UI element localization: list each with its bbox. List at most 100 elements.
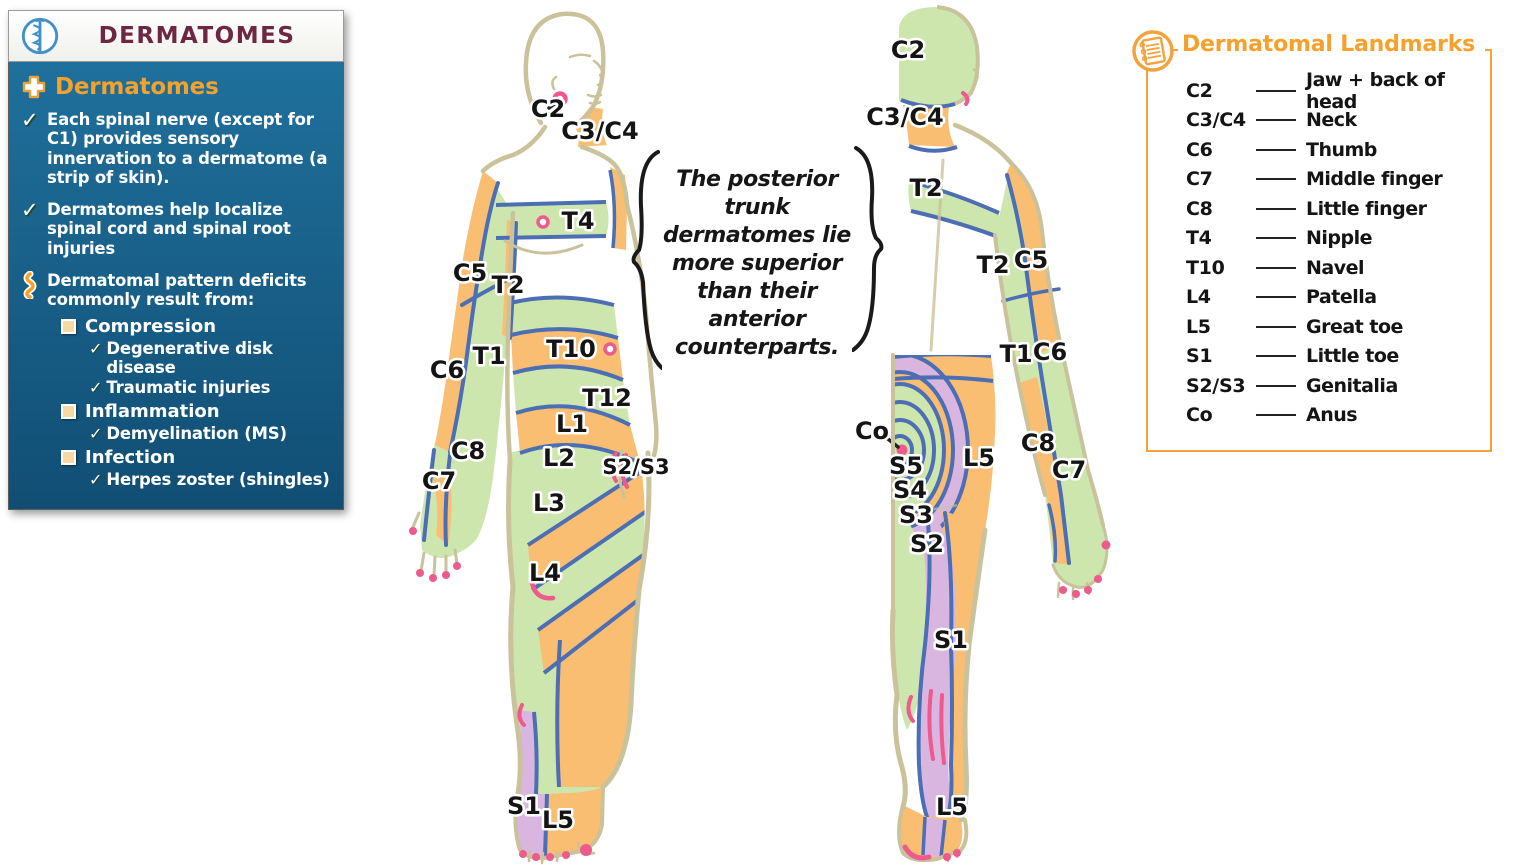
connector-line [1256, 296, 1296, 299]
dermatome-label: C6 [1033, 338, 1067, 366]
dermatome-label: L5 [542, 806, 574, 834]
dermatome-label: C8 [1021, 429, 1055, 457]
posterior-leg [890, 353, 988, 863]
dermatome-label: T4 [561, 207, 594, 235]
dermatome-label: L4 [529, 559, 561, 587]
dermatome-label: L2 [543, 444, 575, 472]
square-bullet-icon [61, 449, 76, 465]
dermatome-label: C2 [891, 36, 925, 64]
dermatome-label: Co [855, 417, 889, 445]
anterior-arm [409, 171, 518, 582]
square-bullet-icon [61, 403, 76, 419]
left-brace [631, 150, 662, 370]
fingernail-markers [1059, 540, 1111, 598]
dermatome-label: T12 [582, 384, 632, 412]
cause-item: Compression [61, 316, 331, 337]
anterior-neck-region [574, 107, 607, 147]
plus-icon [22, 75, 46, 99]
dermatome-label: T2 [491, 271, 524, 299]
check-icon: ✓ [21, 108, 39, 132]
dermatome-label: C5 [453, 259, 487, 287]
dermatome-label: L1 [556, 410, 588, 438]
dermatome-label: L3 [533, 489, 565, 517]
dermatome-label: S5 [889, 452, 923, 480]
dermatome-label: S3 [899, 501, 933, 529]
connector-line [1256, 89, 1296, 92]
page-title: DERMATOMES [98, 23, 296, 49]
dermatome-label: C3/C4 [561, 117, 638, 145]
info-bullet: Dermatomal pattern deficits commonly res… [21, 271, 331, 310]
c2-pointer-line [547, 100, 559, 110]
posterior-arm [993, 161, 1111, 601]
dermatome-label: C7 [422, 467, 456, 495]
posterior-labels: C2 C3/C4 T2 T2 C5 T1 C6 C8 C7 Co S5 S4 S… [852, 34, 1088, 824]
info-bullet: ✓ Each spinal nerve (except for C1) prov… [21, 108, 328, 187]
dermatome-label: S1 [507, 792, 541, 820]
dermatome-label: C6 [430, 356, 464, 384]
notepad-icon [1132, 30, 1174, 72]
spine-icon [23, 271, 37, 300]
info-bullet: ✓ Dermatomes help localize spinal cord a… [21, 198, 291, 258]
connector-line [1256, 325, 1296, 328]
check-icon: ✓ [89, 423, 103, 443]
dermatome-label: T2 [909, 174, 942, 202]
landmark-markers [517, 91, 629, 861]
posterior-trunk-note: The posterior trunk dermatomes lie more … [630, 146, 884, 381]
dermatome-label: L5 [963, 444, 995, 472]
causes-list: Compression ✓ Degenerative disk disease … [61, 316, 331, 489]
square-bullet-icon [61, 318, 76, 334]
landmarks-title: Dermatomal Landmarks [1178, 32, 1486, 59]
cause-item: Infection [61, 447, 331, 468]
fingernail-markers [409, 527, 461, 582]
dermatome-label: T2 [976, 251, 1009, 279]
dermatome-label: S4 [893, 476, 927, 504]
landmark-markers [902, 689, 946, 861]
dermatome-label: C8 [451, 437, 485, 465]
info-panel-body: Dermatomes ✓ Each spinal nerve (except f… [8, 62, 344, 510]
anterior-labels: C2 C3/C4 T4 C5 T2 C6 T1 T10 T12 L1 L2 S2… [419, 93, 672, 837]
check-icon: ✓ [89, 377, 103, 397]
right-brace [852, 146, 884, 352]
connector-line [1256, 414, 1296, 417]
connector-line [1256, 266, 1296, 269]
dermatome-label: C3/C4 [866, 103, 943, 131]
cause-sub-item: ✓ Herpes zoster (shingles) [89, 469, 330, 489]
connector-line [1256, 207, 1296, 210]
medical-staff-icon [21, 17, 59, 55]
connector-line [1256, 384, 1296, 387]
posterior-figure: C2 C3/C4 T2 T2 C5 T1 C6 C8 C7 Co S5 S4 S… [852, 5, 1111, 863]
posterior-head [899, 5, 980, 153]
dermatome-label: S2/S3 [602, 455, 669, 479]
anterior-leg [508, 444, 645, 859]
dermatome-label: T10 [546, 335, 596, 363]
dermatome-label: C5 [1014, 246, 1048, 274]
check-icon: ✓ [89, 338, 103, 358]
body-outline [929, 122, 1014, 352]
dermatome-label: S2 [910, 530, 944, 558]
info-panel: DERMATOMES Dermatomes ✓ Each spinal nerv… [8, 10, 344, 510]
connector-line [1256, 119, 1296, 122]
cause-sub-item: ✓ Traumatic injuries [89, 377, 271, 397]
cause-sub-item: ✓ Demyelination (MS) [89, 423, 287, 443]
check-icon: ✓ [89, 469, 103, 489]
anterior-figure: C2 C3/C4 T4 C5 T2 C6 T1 T10 T12 L1 L2 S2… [409, 11, 672, 865]
dermatome-label: T1 [999, 340, 1032, 368]
note-text: The posterior trunk dermatomes lie more … [663, 166, 851, 360]
info-panel-header: DERMATOMES [8, 10, 344, 62]
dermatome-label: C7 [1052, 456, 1086, 484]
co-pointer-line [881, 433, 900, 449]
